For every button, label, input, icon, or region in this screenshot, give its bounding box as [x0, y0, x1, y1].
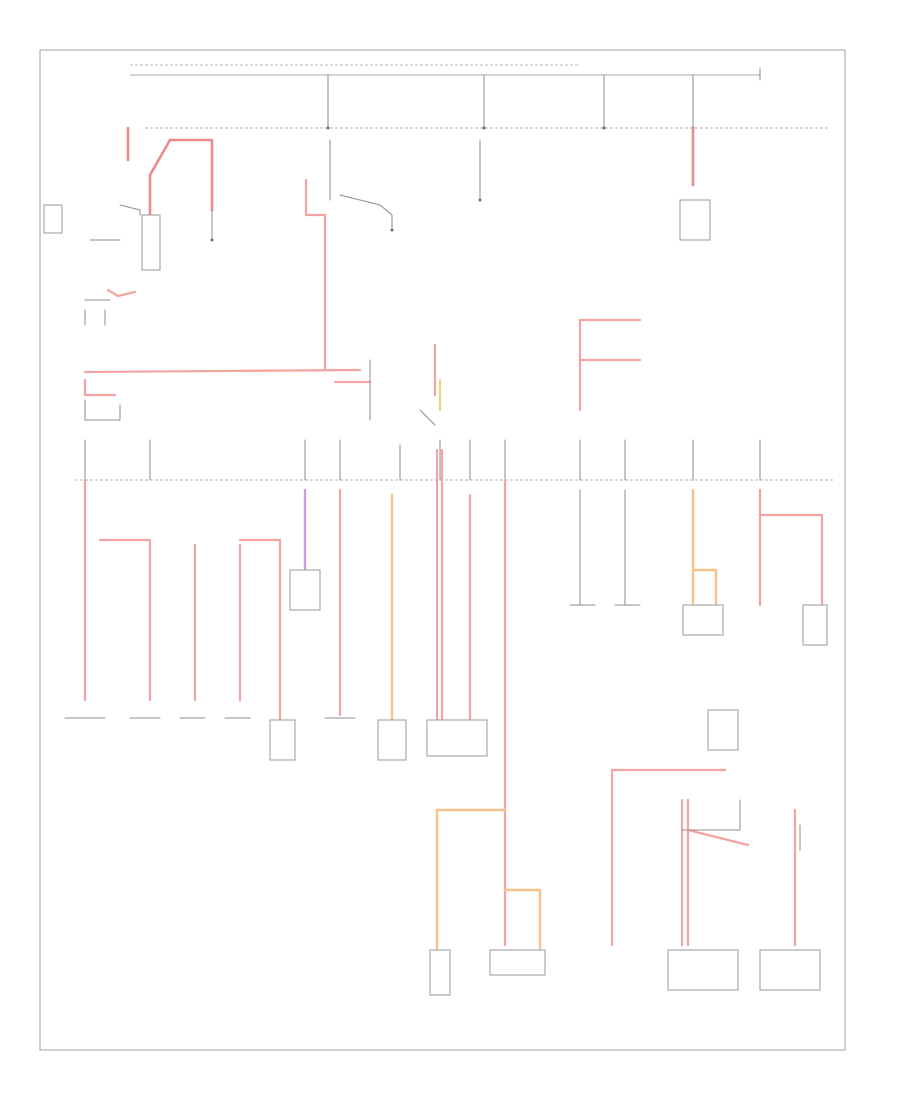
lower-circuits: [83, 448, 824, 952]
module-purple-feed: [289, 569, 321, 611]
diagram-frame: [39, 49, 846, 1051]
middle-fuse-drops: [84, 439, 761, 481]
lower-component-boxes: [269, 604, 828, 996]
top-power-bus: [130, 64, 830, 129]
upper-middle-feed: [304, 126, 711, 372]
module-top-right: [679, 199, 711, 241]
middle-feed-lines: [83, 318, 642, 426]
small-component-left: [43, 204, 63, 234]
upper-left-fuse-relay-cluster: [43, 126, 214, 326]
relay-box-left: [141, 214, 161, 271]
connector-ticks: [64, 604, 641, 719]
top-fuse-drops: [326, 67, 761, 130]
